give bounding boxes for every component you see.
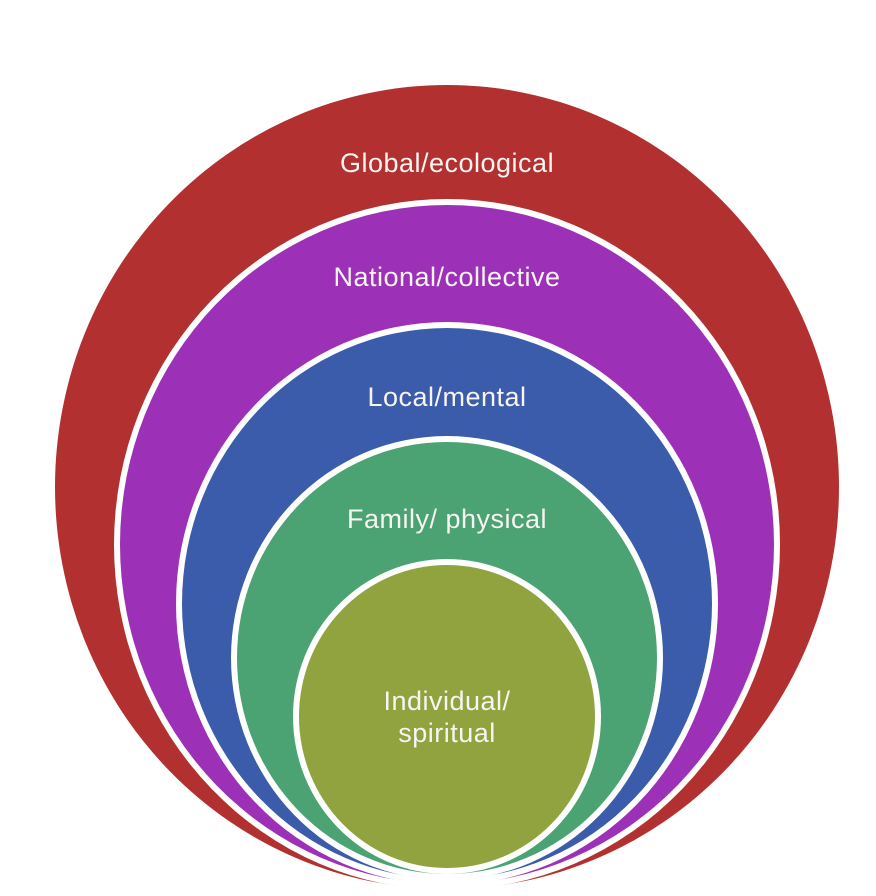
- label-individual-line1: Individual/: [383, 686, 511, 716]
- label-individual-spiritual: Individual/ spiritual: [383, 685, 510, 749]
- label-national-collective: National/collective: [333, 262, 561, 292]
- label-family-physical: Family/ physical: [346, 504, 548, 534]
- ring-individual-spiritual: [299, 565, 595, 868]
- label-local-mental: Local/mental: [367, 382, 527, 412]
- label-individual-line2: spiritual: [398, 718, 496, 748]
- label-global-ecological: Global/ecological: [339, 148, 555, 178]
